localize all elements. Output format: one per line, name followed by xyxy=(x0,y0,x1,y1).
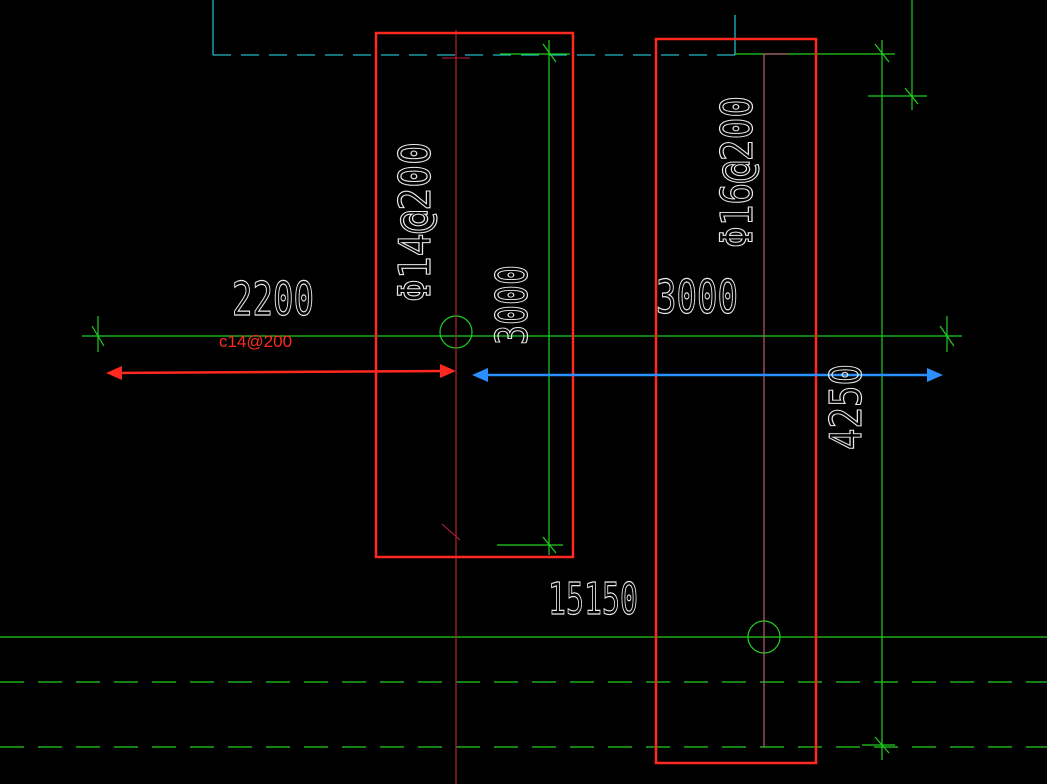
red-highlight-box-left xyxy=(374,31,575,559)
red-double-arrow xyxy=(106,364,456,380)
dimension-4250-label: 4250 xyxy=(821,364,872,450)
blue-double-arrow xyxy=(472,368,943,382)
rebar-phi14-label: Φ14@200 xyxy=(390,142,441,302)
dimension-2200-label: 2200 xyxy=(232,272,314,326)
red-highlight-box-right xyxy=(654,37,818,765)
green-dimension-lines xyxy=(0,0,1047,760)
dimension-3000-vertical: 3000 xyxy=(487,265,538,345)
dimension-3000-horizontal: 3000 xyxy=(656,270,738,324)
red-annotation-c14: c14@200 xyxy=(219,332,292,351)
cyan-dashed-outline xyxy=(212,0,736,56)
rebar-phi16-label: Φ16@200 xyxy=(712,96,763,248)
rebar-lines xyxy=(441,30,788,784)
dimension-15150-label: 15150 xyxy=(548,574,638,625)
